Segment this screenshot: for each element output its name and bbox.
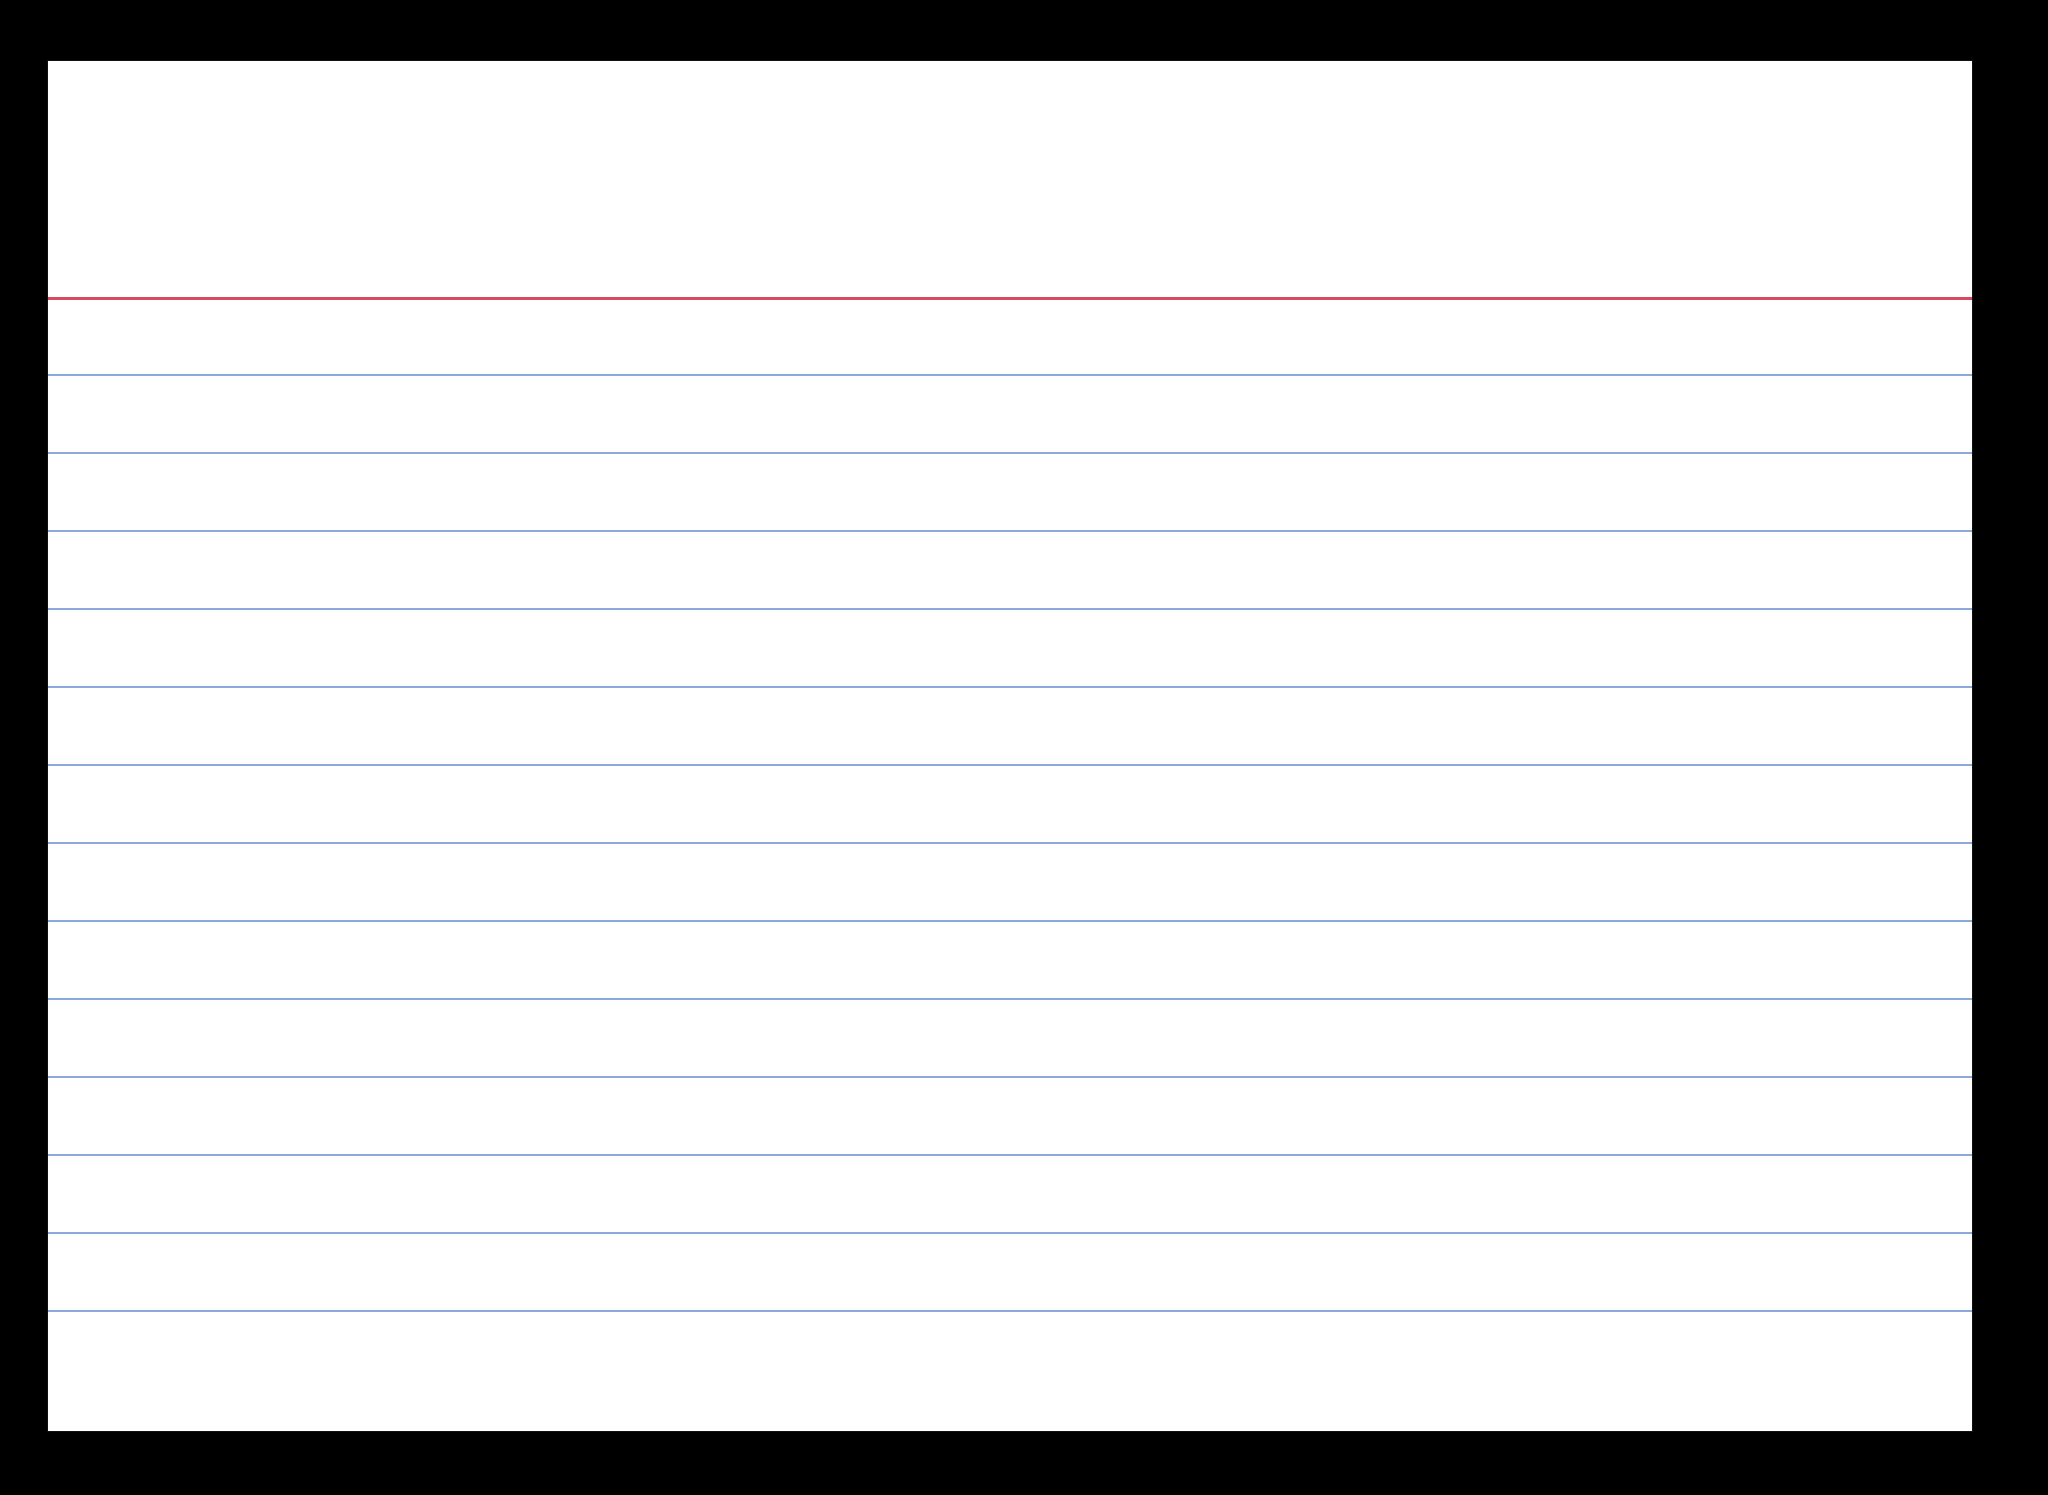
ruled-line-12 [48, 1232, 1972, 1234]
ruled-line-11 [48, 1154, 1972, 1156]
ruled-line-5 [48, 686, 1972, 688]
ruled-line-4 [48, 608, 1972, 610]
blank-index-card [48, 61, 1972, 1431]
ruled-line-8 [48, 920, 1972, 922]
ruled-line-1 [48, 374, 1972, 376]
ruled-line-10 [48, 1076, 1972, 1078]
header-rule-red [48, 297, 1972, 300]
ruled-line-9 [48, 998, 1972, 1000]
ruled-line-2 [48, 452, 1972, 454]
ruled-line-3 [48, 530, 1972, 532]
ruled-line-6 [48, 764, 1972, 766]
ruled-line-13 [48, 1310, 1972, 1312]
ruled-line-7 [48, 842, 1972, 844]
